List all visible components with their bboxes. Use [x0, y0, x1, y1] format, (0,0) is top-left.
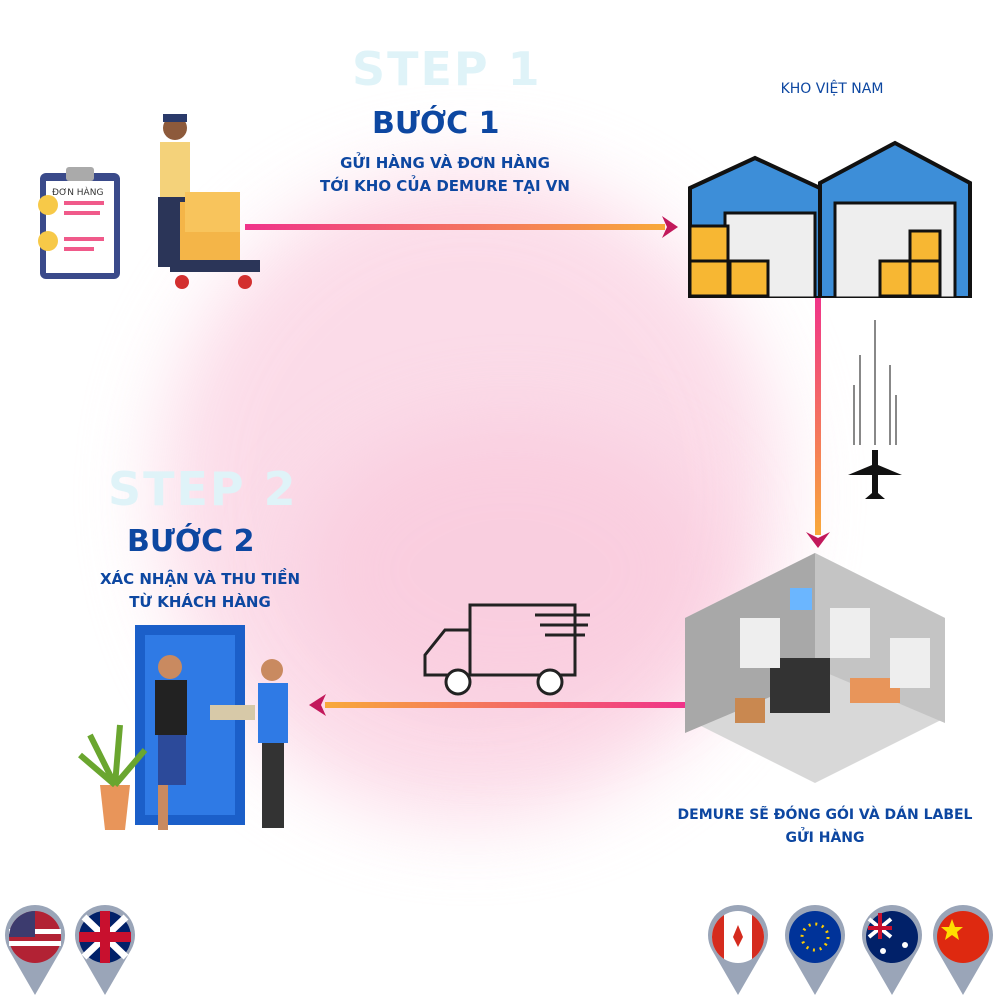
airplane-icon — [848, 320, 902, 499]
packing-line2: GỬI HÀNG — [785, 830, 865, 846]
order-clipboard-icon: ĐƠN HÀNG — [38, 167, 120, 279]
warehouse-icon — [688, 140, 972, 298]
eu-flag-pin-icon — [785, 905, 845, 995]
step1-line1: GỬI HÀNG VÀ ĐƠN HÀNG — [340, 154, 550, 172]
step2-line1: XÁC NHẬN VÀ THU TIỀN — [99, 570, 301, 588]
arrow-head-left-icon — [309, 694, 326, 716]
packing-label: DEMURE SẼ ĐÓNG GÓI VÀ DÁN LABEL GỬI HÀNG — [660, 804, 990, 850]
uk-flag-pin-icon — [75, 905, 135, 995]
step2-subtitle: XÁC NHẬN VÀ THU TIỀN TỪ KHÁCH HÀNG — [70, 568, 330, 614]
step1-ghost: STEP 1 — [352, 42, 542, 96]
step1-subtitle: GỬI HÀNG VÀ ĐƠN HÀNG TỚI KHO CỦA DEMURE T… — [300, 152, 590, 198]
arrow-step2 — [325, 702, 685, 708]
step2-title: BƯỚC 2 — [127, 524, 255, 559]
canada-flag-pin-icon — [708, 905, 768, 995]
australia-flag-pin-icon — [862, 905, 922, 995]
arrow-step1 — [245, 224, 665, 230]
warehouse-label: KHO VIỆT NAM — [780, 81, 884, 97]
us-flag-pin-icon — [5, 905, 66, 995]
step1-line2: TỚI KHO CỦA DEMURE TẠI VN — [320, 177, 570, 195]
delivery-truck-icon — [423, 603, 590, 696]
step1-title: BƯỚC 1 — [372, 106, 500, 141]
step2-ghost: STEP 2 — [108, 462, 298, 516]
arrow-head-right-icon — [662, 216, 678, 238]
warehouse-room-icon — [685, 553, 945, 783]
packing-line1: DEMURE SẼ ĐÓNG GÓI VÀ DÁN LABEL — [677, 807, 973, 823]
china-flag-pin-icon — [933, 905, 993, 995]
step2-line2: TỪ KHÁCH HÀNG — [129, 593, 271, 611]
arrow-down — [815, 295, 821, 535]
clipboard-label: ĐƠN HÀNG — [52, 186, 103, 198]
arrow-head-down-icon — [806, 532, 830, 548]
customer-delivery-scene-icon — [78, 625, 288, 830]
pink-background-2 — [300, 420, 720, 720]
delivery-worker-trolley-icon — [158, 114, 260, 289]
